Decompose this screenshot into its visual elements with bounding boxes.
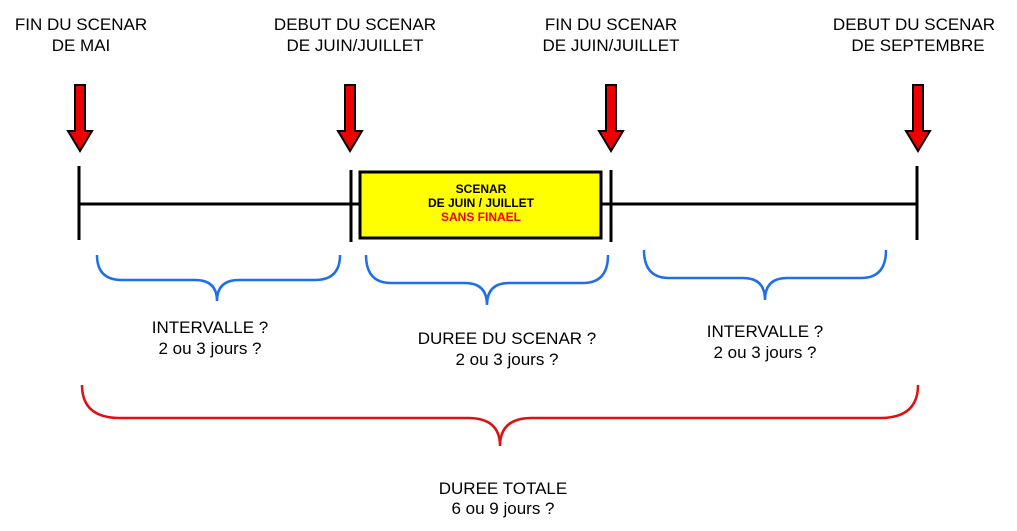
total-label: DUREE TOTALE bbox=[439, 479, 567, 498]
span-value-interval-1: 2 ou 3 jours ? bbox=[158, 339, 261, 358]
down-arrow-icon bbox=[336, 84, 364, 153]
brace-interval-2 bbox=[642, 249, 888, 301]
scenario-box bbox=[358, 170, 603, 240]
marker-label-end-june: FIN DU SCENAR bbox=[545, 15, 677, 34]
brace-scenario-duration bbox=[364, 254, 610, 306]
span-label-interval-1: INTERVALLE ? bbox=[152, 318, 269, 337]
marker-label-start-june: DEBUT DU SCENAR bbox=[274, 15, 436, 34]
brace-interval-1 bbox=[95, 254, 342, 302]
scenario-box-warning: SANS FINAEL bbox=[441, 210, 521, 224]
span-value-interval-2: 2 ou 3 jours ? bbox=[713, 343, 816, 362]
marker-label-end-june-2: DE JUIN/JUILLET bbox=[543, 36, 680, 55]
down-arrow-icon bbox=[66, 84, 94, 153]
marker-label-end-may: FIN DU SCENAR bbox=[15, 15, 147, 34]
marker-label-start-sept: DEBUT DU SCENAR bbox=[833, 15, 995, 34]
scenario-box-title: SCENAR bbox=[456, 182, 507, 196]
brace-total bbox=[80, 384, 920, 447]
marker-label-start-june-2: DE JUIN/JUILLET bbox=[287, 36, 424, 55]
marker-label-end-may-2: DE MAI bbox=[52, 36, 111, 55]
span-value-scenario: 2 ou 3 jours ? bbox=[455, 350, 558, 369]
span-label-interval-2: INTERVALLE ? bbox=[707, 322, 824, 341]
scenario-box-subtitle: DE JUIN / JUILLET bbox=[428, 196, 535, 210]
total-value: 6 ou 9 jours ? bbox=[451, 499, 554, 518]
down-arrow-icon bbox=[597, 84, 625, 153]
down-arrow-icon bbox=[904, 84, 932, 153]
marker-label-start-sept-2: DE SEPTEMBRE bbox=[851, 36, 984, 55]
span-label-scenario: DUREE DU SCENAR ? bbox=[418, 329, 597, 348]
